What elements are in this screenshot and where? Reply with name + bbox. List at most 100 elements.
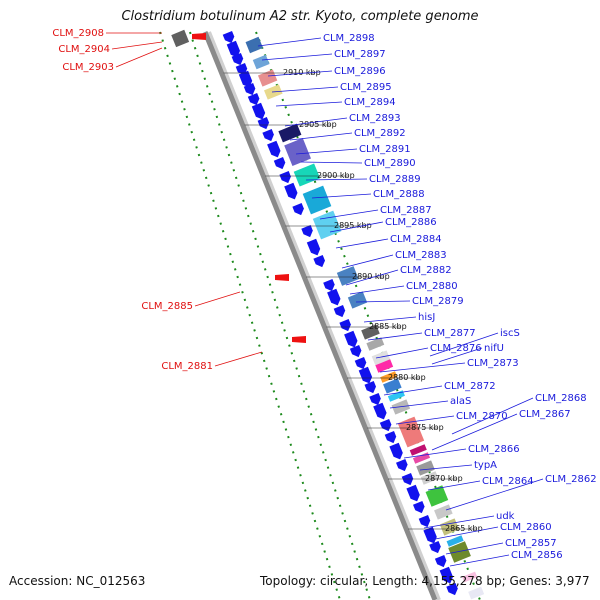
blue-arrow-icon[interactable]	[339, 319, 351, 332]
gene-label[interactable]: CLM_2887	[380, 205, 432, 216]
blue-arrow-icon[interactable]	[222, 31, 235, 44]
gene-label[interactable]: CLM_2903	[62, 62, 114, 73]
gene-block[interactable]	[468, 586, 485, 600]
gene-label[interactable]: udk	[496, 511, 515, 522]
gene-block[interactable]	[366, 337, 385, 351]
gene-label[interactable]: CLM_2897	[334, 49, 386, 60]
gene-block[interactable]	[371, 350, 391, 366]
gene-block[interactable]	[383, 378, 402, 394]
gene-label[interactable]: CLM_2889	[369, 174, 421, 185]
gene-label[interactable]: CLM_2881	[161, 361, 213, 372]
blue-arrow-icon[interactable]	[279, 171, 291, 184]
blue-arrow-icon[interactable]	[396, 459, 408, 472]
blue-arrow-icon[interactable]	[333, 305, 346, 318]
gene-label[interactable]: CLM_2857	[505, 538, 557, 549]
gene-label[interactable]: CLM_2890	[364, 158, 416, 169]
blue-arrow-icon[interactable]	[323, 279, 335, 292]
gene-label[interactable]: CLM_2877	[424, 328, 476, 339]
gene-label[interactable]: hisJ	[418, 312, 435, 323]
gene-block[interactable]	[336, 266, 359, 286]
gene-label[interactable]: nifU	[484, 343, 504, 354]
gene-block[interactable]	[397, 416, 425, 448]
blue-arrow-icon[interactable]	[373, 402, 387, 420]
blue-arrow-icon[interactable]	[364, 381, 377, 394]
blue-arrow-icon[interactable]	[257, 117, 270, 130]
blue-arrow-icon[interactable]	[413, 501, 425, 514]
blue-arrow-icon[interactable]	[301, 225, 313, 238]
gene-block[interactable]	[171, 29, 190, 48]
gene-label[interactable]: CLM_2870	[456, 411, 508, 422]
blue-arrow-icon[interactable]	[429, 541, 441, 554]
blue-arrow-icon[interactable]	[446, 583, 458, 596]
blue-arrow-icon[interactable]	[379, 419, 392, 432]
gene-label[interactable]: CLM_2868	[535, 393, 587, 404]
blue-arrow-icon[interactable]	[349, 345, 362, 358]
gene-label[interactable]: CLM_2883	[395, 250, 447, 261]
blue-arrow-icon[interactable]	[369, 393, 381, 406]
gene-label[interactable]: CLM_2898	[323, 33, 375, 44]
gene-label[interactable]: CLM_2882	[400, 265, 452, 276]
gene-label[interactable]: CLM_2872	[444, 381, 496, 392]
red-arrow-icon[interactable]	[275, 274, 289, 281]
gene-block[interactable]	[284, 138, 311, 166]
gene-label[interactable]: CLM_2893	[349, 113, 401, 124]
gene-label[interactable]: CLM_2908	[52, 28, 104, 39]
gene-block[interactable]	[387, 390, 405, 402]
blue-arrow-icon[interactable]	[439, 566, 453, 584]
gene-label[interactable]: CLM_2879	[412, 296, 464, 307]
blue-arrow-icon[interactable]	[251, 102, 266, 120]
blue-arrow-icon[interactable]	[267, 140, 281, 158]
blue-arrow-icon[interactable]	[354, 357, 367, 370]
gene-block[interactable]	[278, 123, 302, 143]
gene-label[interactable]: typA	[474, 460, 497, 471]
gene-label[interactable]: iscS	[500, 328, 520, 339]
gene-block[interactable]	[375, 359, 394, 373]
gene-label[interactable]: CLM_2862	[545, 474, 597, 485]
gene-block[interactable]	[434, 504, 453, 520]
gene-label[interactable]: CLM_2886	[385, 217, 437, 228]
gene-label[interactable]: CLM_2895	[340, 82, 392, 93]
gene-block[interactable]	[420, 471, 439, 485]
gene-label[interactable]: CLM_2880	[406, 281, 458, 292]
gene-block[interactable]	[409, 444, 427, 456]
gene-label[interactable]: CLM_2888	[373, 189, 425, 200]
gene-label[interactable]: CLM_2896	[334, 66, 386, 77]
blue-arrow-icon[interactable]	[306, 238, 321, 256]
blue-arrow-icon[interactable]	[292, 203, 304, 216]
gene-label[interactable]: CLM_2891	[359, 144, 411, 155]
gene-block[interactable]	[380, 371, 398, 383]
blue-arrow-icon[interactable]	[231, 53, 244, 66]
gene-label[interactable]: CLM_2860	[500, 522, 552, 533]
gene-label[interactable]: CLM_2866	[468, 444, 520, 455]
gene-block[interactable]	[425, 485, 449, 507]
gene-block[interactable]	[293, 163, 321, 187]
gene-block[interactable]	[347, 291, 368, 309]
gene-label[interactable]: CLM_2894	[344, 97, 396, 108]
gene-label[interactable]: CLM_2876	[430, 343, 482, 354]
red-arrow-icon[interactable]	[192, 33, 206, 40]
blue-arrow-icon[interactable]	[344, 330, 358, 348]
blue-arrow-icon[interactable]	[418, 515, 431, 528]
gene-label[interactable]: CLM_2856	[511, 550, 563, 561]
blue-arrow-icon[interactable]	[284, 182, 298, 200]
blue-arrow-icon[interactable]	[243, 83, 256, 96]
blue-arrow-icon[interactable]	[247, 93, 260, 106]
blue-arrow-icon[interactable]	[226, 40, 240, 58]
blue-arrow-icon[interactable]	[238, 70, 253, 88]
blue-arrow-icon[interactable]	[406, 484, 420, 502]
gene-block[interactable]	[448, 541, 471, 563]
gene-block[interactable]	[252, 54, 270, 70]
gene-label[interactable]: CLM_2864	[482, 476, 534, 487]
gene-block[interactable]	[312, 210, 342, 240]
gene-label[interactable]: CLM_2884	[390, 234, 442, 245]
blue-arrow-icon[interactable]	[327, 288, 341, 306]
blue-arrow-icon[interactable]	[358, 366, 373, 384]
gene-label[interactable]: alaS	[450, 396, 471, 407]
gene-block[interactable]	[257, 69, 278, 87]
blue-arrow-icon[interactable]	[384, 431, 397, 444]
blue-arrow-icon[interactable]	[434, 555, 447, 568]
gene-block[interactable]	[302, 185, 332, 215]
gene-block[interactable]	[245, 36, 264, 54]
gene-block[interactable]	[462, 571, 478, 583]
